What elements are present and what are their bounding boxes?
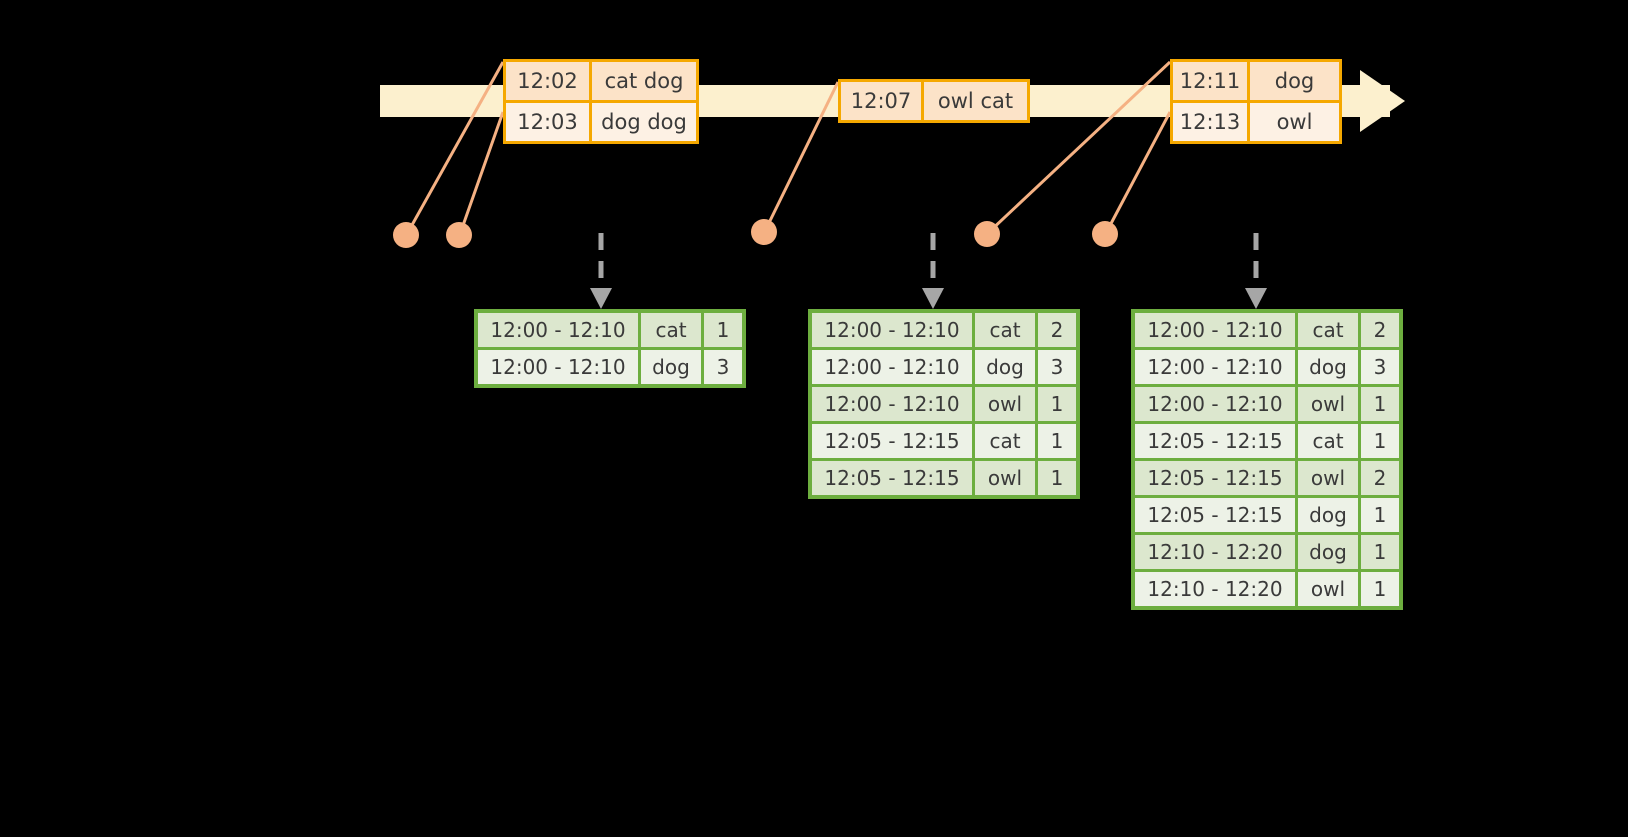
result-table-1[interactable]: 12:00 - 12:10 cat 1 12:00 - 12:10 dog 3 [474, 309, 746, 388]
cell-window: 12:05 - 12:15 [1135, 461, 1295, 495]
event-time: 12:07 [841, 82, 924, 120]
cell-word: owl [975, 461, 1035, 495]
cell-count: 2 [1361, 461, 1399, 495]
cell-window: 12:05 - 12:15 [1135, 498, 1295, 532]
dashed-arrows [590, 233, 1267, 309]
cell-word: cat [1298, 313, 1358, 347]
connector-dot-2 [446, 222, 472, 248]
event-words: dog dog [601, 110, 687, 134]
cell-word: cat [975, 313, 1035, 347]
connector-dot-3 [751, 219, 777, 245]
cell-window: 12:05 - 12:15 [812, 461, 972, 495]
event-time: 12:02 [506, 62, 592, 100]
table-row[interactable]: 12:00 - 12:10 cat 2 [812, 313, 1076, 347]
event-group-3[interactable]: 12:11 dog 12:13 owl [1170, 59, 1342, 144]
connector-dots [393, 219, 1118, 248]
dashed-arrow-2 [922, 233, 944, 309]
table-row[interactable]: 12:05 - 12:15 owl 1 [812, 461, 1076, 495]
event-time: 12:11 [1173, 62, 1250, 100]
table-row[interactable]: 12:00 - 12:10 dog 3 [812, 350, 1076, 384]
result-table-3[interactable]: 12:00 - 12:10 cat 2 12:00 - 12:10 dog 3 … [1131, 309, 1403, 610]
dashed-arrow-1 [590, 233, 612, 309]
cell-count: 1 [1038, 387, 1076, 421]
cell-window: 12:00 - 12:10 [812, 387, 972, 421]
event-words: owl [1276, 110, 1313, 134]
table-row[interactable]: 12:00 - 12:10 cat 2 [1135, 313, 1399, 347]
event-group-2[interactable]: 12:07 owl cat [838, 79, 1030, 123]
table-row[interactable]: 12:10 - 12:20 owl 1 [1135, 572, 1399, 606]
cell-word: cat [641, 313, 701, 347]
cell-window: 12:00 - 12:10 [812, 313, 972, 347]
cell-word: dog [1298, 535, 1358, 569]
result-table-2[interactable]: 12:00 - 12:10 cat 2 12:00 - 12:10 dog 3 … [808, 309, 1080, 499]
cell-count: 1 [1361, 498, 1399, 532]
cell-count: 1 [1038, 461, 1076, 495]
table-row[interactable]: 12:00 - 12:10 dog 3 [1135, 350, 1399, 384]
cell-count: 3 [1038, 350, 1076, 384]
table-row[interactable]: 12:10 - 12:20 dog 1 [1135, 535, 1399, 569]
table-row[interactable]: 12:05 - 12:15 owl 2 [1135, 461, 1399, 495]
cell-count: 1 [1361, 387, 1399, 421]
cell-window: 12:10 - 12:20 [1135, 535, 1295, 569]
cell-count: 2 [1361, 313, 1399, 347]
table-row[interactable]: 12:00 - 12:10 owl 1 [1135, 387, 1399, 421]
cell-window: 12:00 - 12:10 [812, 350, 972, 384]
connector-dot-1 [393, 222, 419, 248]
cell-window: 12:00 - 12:10 [478, 313, 638, 347]
event-row[interactable]: 12:11 dog [1173, 62, 1339, 100]
event-group-1[interactable]: 12:02 cat dog 12:03 dog dog [503, 59, 699, 144]
event-words: cat dog [604, 69, 684, 93]
table-row[interactable]: 12:00 - 12:10 dog 3 [478, 350, 742, 384]
cell-word: dog [1298, 498, 1358, 532]
table-row[interactable]: 12:05 - 12:15 cat 1 [1135, 424, 1399, 458]
cell-word: owl [1298, 572, 1358, 606]
cell-count: 1 [1361, 424, 1399, 458]
dashed-arrow-3 [1245, 233, 1267, 309]
table-row[interactable]: 12:05 - 12:15 dog 1 [1135, 498, 1399, 532]
cell-word: dog [1298, 350, 1358, 384]
cell-count: 3 [704, 350, 742, 384]
cell-count: 1 [1038, 424, 1076, 458]
cell-count: 1 [704, 313, 742, 347]
cell-window: 12:10 - 12:20 [1135, 572, 1295, 606]
event-words: dog [1274, 69, 1315, 93]
table-row[interactable]: 12:00 - 12:10 cat 1 [478, 313, 742, 347]
cell-count: 1 [1361, 572, 1399, 606]
event-row[interactable]: 12:13 owl [1173, 100, 1339, 141]
cell-window: 12:05 - 12:15 [812, 424, 972, 458]
cell-count: 2 [1038, 313, 1076, 347]
event-row[interactable]: 12:02 cat dog [506, 62, 696, 100]
connector-dot-4 [974, 221, 1000, 247]
cell-window: 12:00 - 12:10 [1135, 350, 1295, 384]
event-time: 12:13 [1173, 103, 1250, 141]
cell-window: 12:00 - 12:10 [478, 350, 638, 384]
event-row[interactable]: 12:07 owl cat [841, 82, 1027, 120]
cell-window: 12:00 - 12:10 [1135, 313, 1295, 347]
table-row[interactable]: 12:05 - 12:15 cat 1 [812, 424, 1076, 458]
cell-count: 3 [1361, 350, 1399, 384]
event-words: owl cat [937, 89, 1014, 113]
table-row[interactable]: 12:00 - 12:10 owl 1 [812, 387, 1076, 421]
event-row[interactable]: 12:03 dog dog [506, 100, 696, 141]
cell-word: cat [975, 424, 1035, 458]
cell-window: 12:00 - 12:10 [1135, 387, 1295, 421]
cell-word: dog [975, 350, 1035, 384]
cell-word: owl [1298, 387, 1358, 421]
cell-word: dog [641, 350, 701, 384]
cell-word: owl [975, 387, 1035, 421]
event-time: 12:03 [506, 103, 592, 141]
connector-dot-5 [1092, 221, 1118, 247]
cell-window: 12:05 - 12:15 [1135, 424, 1295, 458]
cell-count: 1 [1361, 535, 1399, 569]
cell-word: cat [1298, 424, 1358, 458]
cell-word: owl [1298, 461, 1358, 495]
